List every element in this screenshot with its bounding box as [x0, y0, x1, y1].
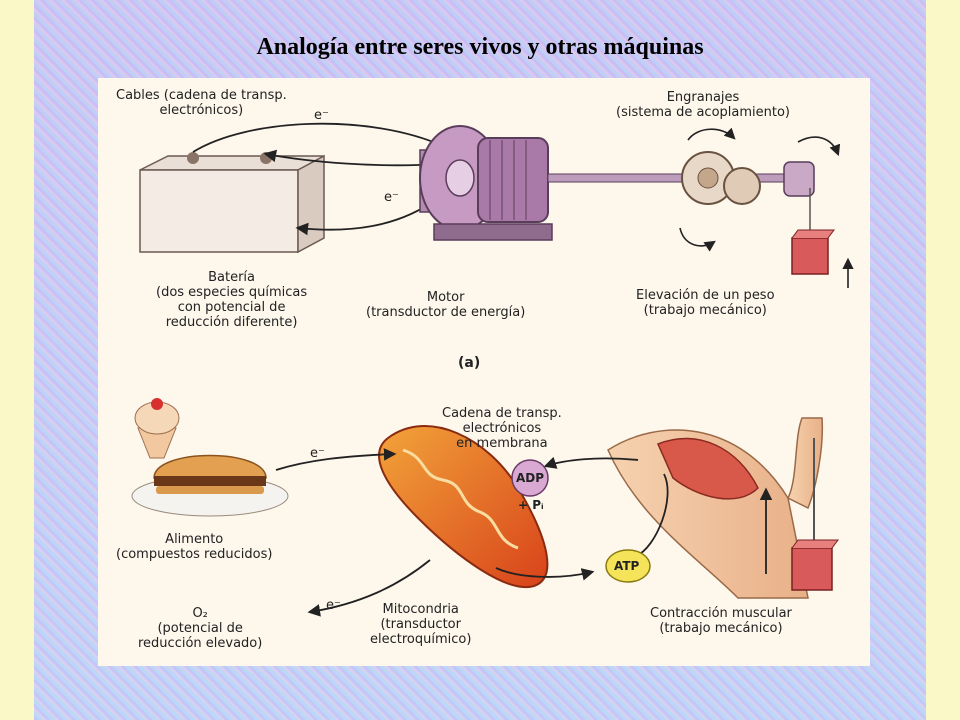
atp-bubble — [605, 549, 651, 583]
atp-cycle-arrows — [275, 448, 773, 617]
battery — [139, 152, 325, 254]
label-motor: Motor(transductor de energía) — [366, 290, 526, 320]
electron-label-o2: e⁻ — [326, 598, 341, 613]
adp-bubble — [511, 459, 549, 497]
label-cables: Cables (cadena de transp.electrónicos) — [116, 88, 287, 118]
food — [131, 398, 289, 517]
adp-label: ADP — [516, 471, 545, 485]
label-contraccion: Contracción muscular(trabajo mecánico) — [650, 606, 792, 636]
gear-arrows — [679, 127, 854, 288]
label-alimento: Alimento(compuestos reducidos) — [116, 532, 273, 562]
panel-a-sublabel: (a) — [458, 355, 481, 371]
pi-label: + Pᵢ — [518, 498, 544, 512]
electron-label-food: e⁻ — [310, 446, 325, 461]
mitochondrion — [378, 425, 549, 589]
figure-drawing — [131, 122, 854, 617]
label-engranajes: Engranajes(sistema de acoplamiento) — [616, 90, 791, 120]
analogy-figure: Cables (cadena de transp.electrónicos) e… — [98, 78, 870, 666]
electron-label-top: e⁻ — [314, 108, 329, 123]
atp-label: ATP — [614, 559, 640, 573]
electron-label-bottom: e⁻ — [384, 190, 399, 205]
arm — [607, 417, 839, 599]
shaft-gears-pulley — [547, 151, 835, 275]
motor — [419, 125, 553, 241]
label-elevacion: Elevación de un peso(trabajo mecánico) — [636, 288, 775, 318]
slide-title: Analogía entre seres vivos y otras máqui… — [256, 34, 704, 60]
